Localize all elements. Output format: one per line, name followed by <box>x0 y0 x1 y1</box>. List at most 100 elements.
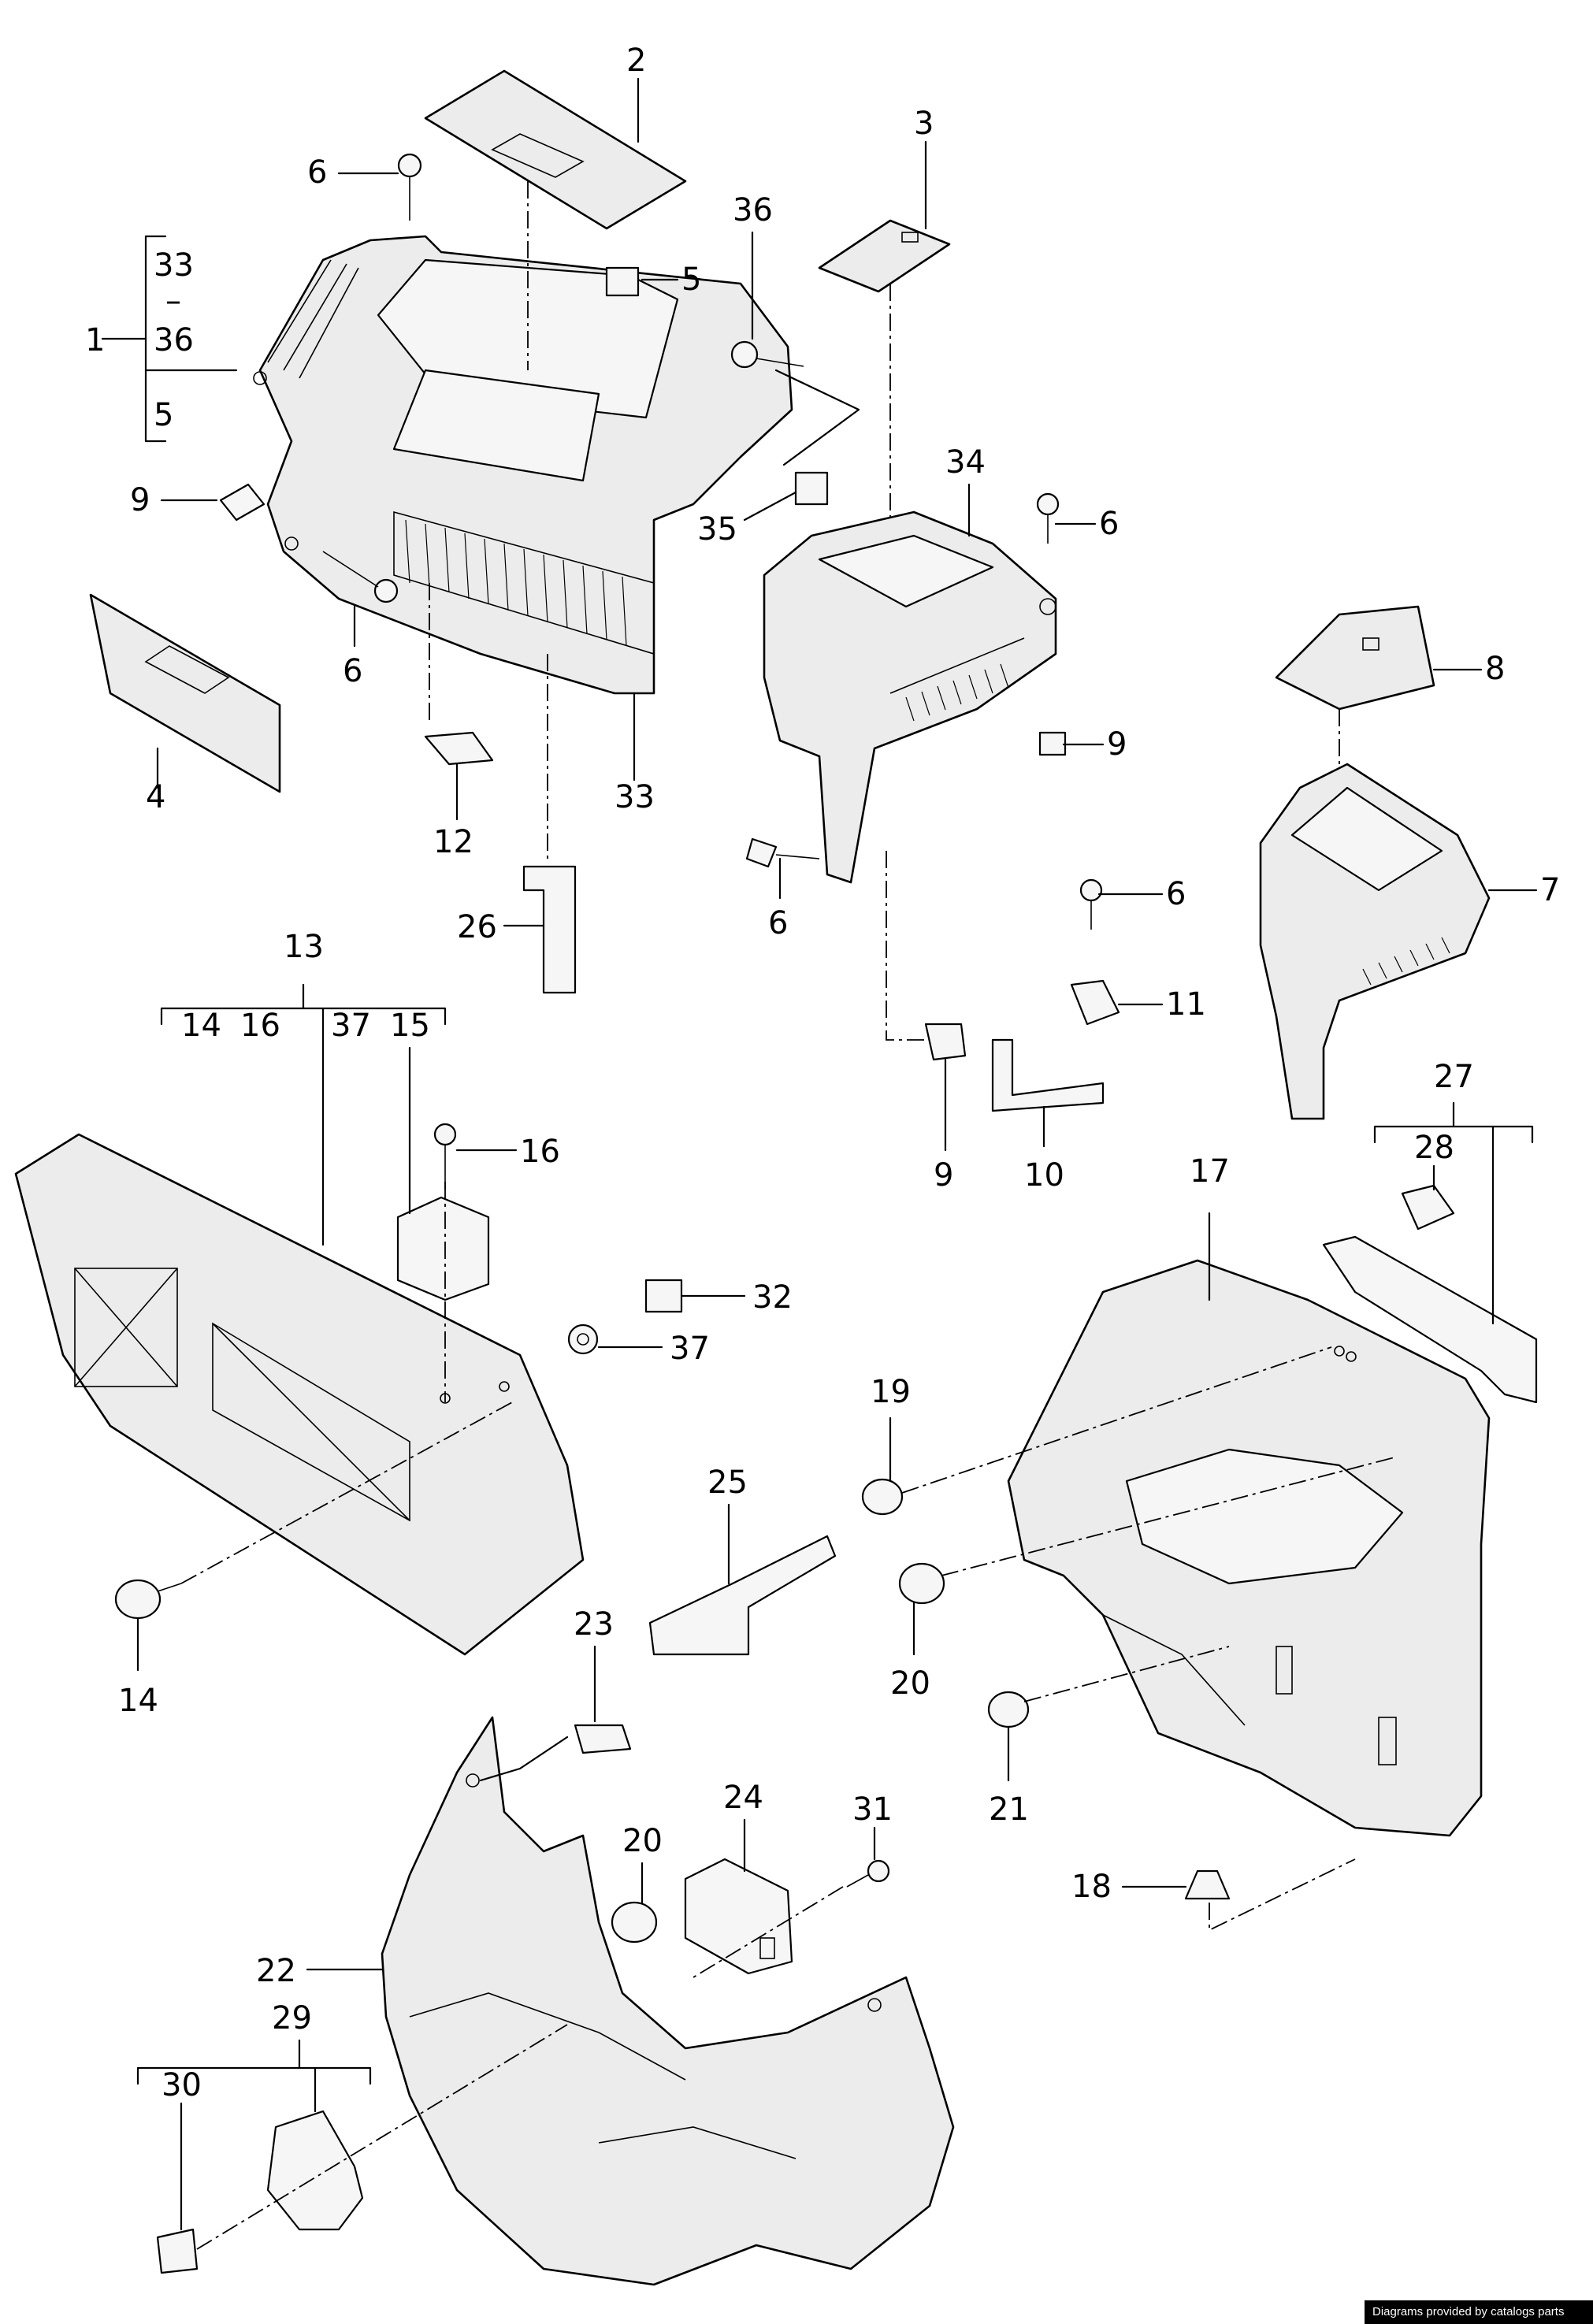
part-28-clip <box>1401 1184 1455 1231</box>
part-33-side-trim-panel <box>253 235 793 695</box>
part-2-storage-lid <box>424 69 687 230</box>
part-9-clip-34 <box>1038 731 1067 756</box>
credit-banner <box>1365 2300 1593 2324</box>
part-6-screw-lower <box>745 837 820 868</box>
part-20-plug-lower <box>611 1901 658 1943</box>
part-19-push-pin <box>861 1478 904 1516</box>
part-16-screw <box>433 1123 457 1190</box>
part-14-knob <box>114 1579 182 1620</box>
part-17-trunk-liner <box>1007 1259 1491 1837</box>
label-20: 20 <box>622 1823 663 1859</box>
label-33: 33 <box>615 779 655 815</box>
part-6-screw-34 <box>1036 492 1060 544</box>
part-15-spacer-block <box>396 1196 490 1301</box>
part-5-clip <box>605 266 640 297</box>
label-10: 10 <box>1024 1157 1064 1194</box>
part-11-bracket <box>1070 979 1120 1026</box>
leader-36-35-bracket <box>774 369 860 466</box>
label-6: 6 <box>307 154 327 191</box>
label-6: 6 <box>1166 876 1186 912</box>
leader-19 <box>901 1346 1332 1494</box>
part-7-storage-box <box>1259 763 1491 1120</box>
label-5: 5 <box>154 397 173 433</box>
label-1: 1 <box>85 322 105 358</box>
part-13-floor-panel <box>14 1133 585 1656</box>
part-6-screw-top <box>397 153 422 221</box>
label-16: 16 <box>240 1008 280 1044</box>
label-19: 19 <box>871 1374 911 1410</box>
part-18-nut <box>1184 1869 1231 1900</box>
leader-18 <box>1209 1858 1356 1932</box>
label-21: 21 <box>989 1791 1029 1828</box>
part-24-module <box>684 1858 793 1975</box>
part-9-clip-left <box>219 483 266 522</box>
label-3: 3 <box>914 106 934 142</box>
part-3-cover <box>818 219 951 293</box>
label-27: 27 <box>1434 1059 1474 1095</box>
part-20-plug <box>898 1562 945 1605</box>
label-15: 15 <box>390 1008 430 1044</box>
part-26-strap <box>522 865 577 994</box>
label-16: 16 <box>520 1134 560 1170</box>
leader-23 <box>479 1736 569 1782</box>
label-29: 29 <box>272 2000 312 2036</box>
leader-34-down <box>886 851 930 1041</box>
label-2: 2 <box>626 43 646 79</box>
part-22-lower-liner <box>381 1716 955 2286</box>
label-35: 35 <box>697 511 737 548</box>
part-29-latch <box>266 2110 364 2231</box>
label-9: 9 <box>130 482 150 518</box>
part-6-screw-left <box>322 551 399 603</box>
label-18: 18 <box>1071 1869 1112 1905</box>
label-group-dash: – <box>165 283 181 319</box>
part-21-push-pin <box>987 1691 1030 1728</box>
label-11: 11 <box>1166 986 1206 1023</box>
part-32-clip <box>644 1279 683 1313</box>
label-6: 6 <box>343 653 362 689</box>
label-6: 6 <box>768 905 788 941</box>
part-12-bracket <box>424 731 494 766</box>
part-23-fastener <box>574 1724 632 1754</box>
part-37-grommet <box>567 1323 599 1355</box>
label-20: 20 <box>890 1665 930 1702</box>
callout-labels: 2 3 6 33 – 36 1 5 5 36 9 6 4 12 33 26 35… <box>85 43 1560 2103</box>
label-31: 31 <box>852 1791 893 1828</box>
label-6: 6 <box>1099 506 1119 542</box>
label-5: 5 <box>681 262 701 298</box>
leader-21 <box>1023 1646 1230 1702</box>
label-17: 17 <box>1190 1153 1230 1190</box>
label-34: 34 <box>945 444 986 481</box>
label-9: 9 <box>934 1157 953 1194</box>
credit-text: Diagrams provided by catalogs parts <box>1372 2305 1565 2318</box>
part-4-tray <box>89 593 281 793</box>
label-8: 8 <box>1485 651 1505 687</box>
label-22: 22 <box>256 1953 296 1989</box>
part-31-screw <box>846 1859 890 1888</box>
label-36: 36 <box>733 192 773 228</box>
label-30: 30 <box>162 2067 202 2103</box>
label-13: 13 <box>284 929 324 965</box>
leader-14 <box>180 1401 513 1584</box>
label-25: 25 <box>707 1465 748 1501</box>
label-32: 32 <box>752 1279 793 1316</box>
label-33: 33 <box>154 247 194 284</box>
leader-29-30 <box>196 2024 568 2250</box>
part-6-screw-right <box>1079 878 1103 930</box>
part-35-nut <box>794 471 829 506</box>
part-34-storage-box <box>763 510 1057 884</box>
label-12: 12 <box>433 824 473 860</box>
label-14: 14 <box>181 1008 221 1044</box>
part-9-clip-lower <box>924 1023 967 1061</box>
part-27-trim-strip <box>1322 1235 1538 1404</box>
label-36: 36 <box>154 322 194 358</box>
part-10-bracket <box>991 1038 1105 1112</box>
label-37: 37 <box>331 1008 371 1044</box>
label-14: 14 <box>118 1683 158 1719</box>
part-8-cover <box>1275 605 1435 711</box>
part-25-strap <box>648 1535 837 1656</box>
label-37: 37 <box>670 1331 710 1367</box>
leaders <box>101 77 1538 2231</box>
part-36-push-pin <box>730 340 804 369</box>
label-23: 23 <box>574 1606 614 1643</box>
